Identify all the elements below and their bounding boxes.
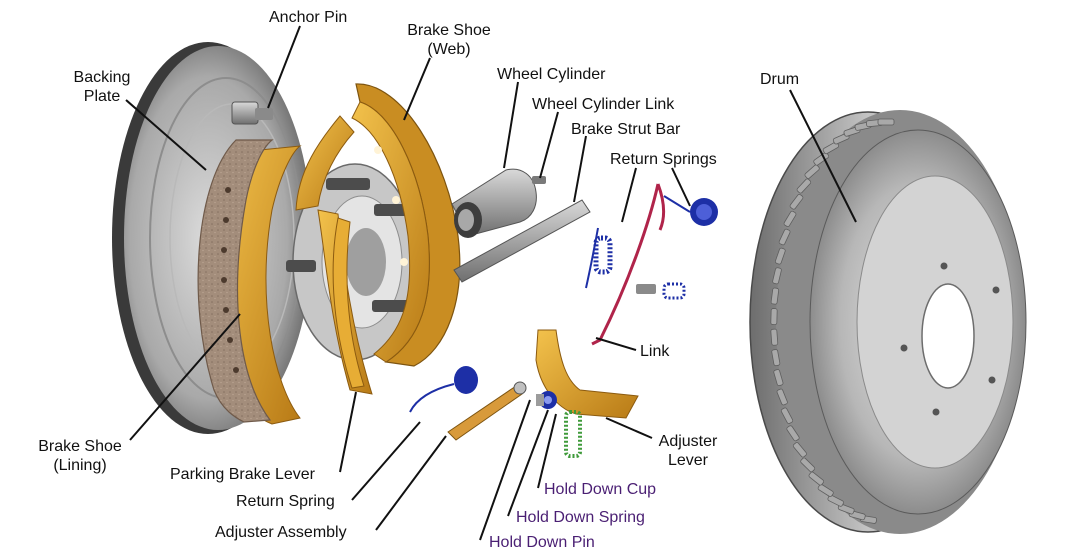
drum-fin <box>789 194 804 210</box>
label-wheel-cylinder-link: Wheel Cylinder Link <box>532 96 675 113</box>
label-adjuster-assembly: Adjuster Assembly <box>215 524 347 541</box>
hold-down-set-upper <box>636 282 686 300</box>
label-link: Link <box>640 343 670 360</box>
leader-lines <box>125 25 857 541</box>
drum-fin <box>776 388 788 406</box>
drum-fin <box>774 247 786 265</box>
label-brake-shoe-lining: Brake Shoe (Lining) <box>30 437 130 475</box>
wheel-cylinder <box>451 168 537 238</box>
drum-fin <box>786 425 800 442</box>
drum-fin <box>800 457 816 473</box>
label-hold-down-pin: Hold Down Pin <box>489 534 595 551</box>
label-parking-brake-lever: Parking Brake Lever <box>170 466 315 483</box>
brake-strut-bar <box>453 199 591 283</box>
drum-fin <box>792 442 807 458</box>
label-adjuster-lever-line1: Adjuster <box>658 433 718 450</box>
label-brake-shoe-web-line2: (Web) <box>427 41 471 58</box>
label-return-springs: Return Springs <box>610 151 717 168</box>
drum-fin <box>813 152 830 166</box>
drum-fin <box>817 484 834 497</box>
link-rod <box>591 183 666 346</box>
label-brake-shoe-lining-line2: (Lining) <box>53 457 107 474</box>
drum-fin <box>778 228 791 246</box>
drum-fin <box>770 287 780 305</box>
wheel-cylinder-link <box>532 176 546 184</box>
drum-fin <box>770 328 779 346</box>
label-brake-shoe-lining-line1: Brake Shoe <box>38 438 122 455</box>
drum-fin <box>796 178 812 194</box>
label-adjuster-lever-line2: Lever <box>667 452 709 469</box>
label-return-spring: Return Spring <box>236 493 335 510</box>
label-backing-plate-line2: Plate <box>83 88 121 105</box>
drum-fin <box>771 349 781 367</box>
return-spring-lower <box>409 366 478 413</box>
drum-fin <box>780 407 794 424</box>
drum-fin <box>783 210 797 227</box>
label-wheel-cylinder: Wheel Cylinder <box>497 66 606 83</box>
drum-fin <box>877 118 895 126</box>
drum-fin <box>808 471 825 486</box>
drum-fin <box>822 141 840 155</box>
drum-fin <box>827 494 844 507</box>
label-backing-plate: Backing Plate <box>64 68 140 106</box>
anchor-pin <box>231 101 273 125</box>
brake-drum <box>749 110 1027 534</box>
label-drum: Drum <box>760 71 800 88</box>
label-brake-shoe-web-line1: Brake Shoe <box>407 22 491 39</box>
parking-brake-lever <box>332 217 365 389</box>
adjuster-lever-part <box>535 329 639 419</box>
adjuster-assembly <box>447 381 527 441</box>
drum-fin <box>804 164 820 179</box>
drum-fin <box>837 503 855 515</box>
drum-fin <box>773 369 784 387</box>
return-springs <box>585 195 718 289</box>
label-hold-down-cup: Hold Down Cup <box>544 481 657 498</box>
label-backing-plate-line1: Backing <box>73 69 131 86</box>
label-adjuster-lever: Adjuster Lever <box>650 432 726 470</box>
drum-fin <box>770 308 778 326</box>
label-anchor-pin: Anchor Pin <box>269 9 348 26</box>
drum-cooling-fins <box>770 118 895 524</box>
brake-shoe-web <box>351 83 461 367</box>
label-brake-shoe-web: Brake Shoe (Web) <box>394 21 504 59</box>
label-hold-down-spring: Hold Down Spring <box>516 509 645 526</box>
brake-shoe-lining <box>197 139 302 425</box>
drum-fin <box>772 267 782 285</box>
label-brake-strut-bar: Brake Strut Bar <box>571 121 681 138</box>
hold-down-set-lower <box>536 391 582 458</box>
